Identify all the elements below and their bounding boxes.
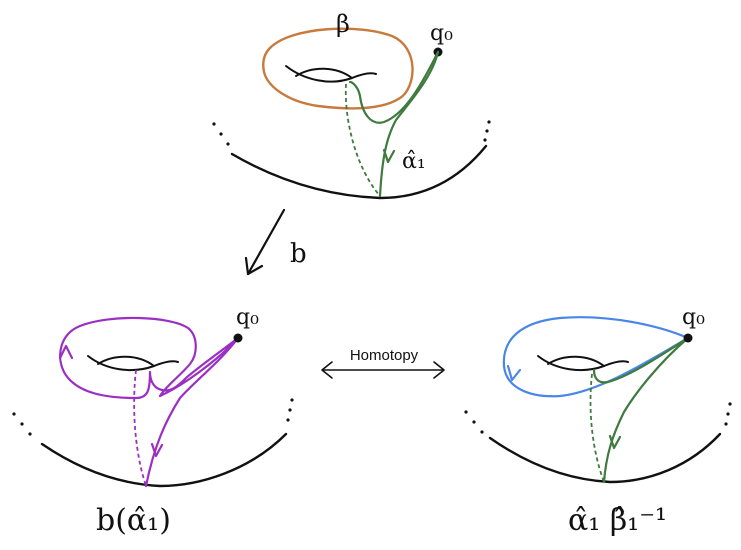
top-basepoint-label: q₀ [430,21,453,46]
top-surface-panel: β q₀ α̂₁ [212,10,491,200]
beta-loop [262,27,414,110]
bottom-left-panel: q₀ b(α̂₁) [12,305,294,538]
alpha-path-outer [378,50,440,198]
homotopy-arrowhead-left [321,361,333,379]
map-arrow-head [244,256,264,276]
bottom-left-caption: b(α̂₁) [96,503,171,538]
bottom-right-basepoint-label: q₀ [682,305,705,330]
alpha-path-inner [348,50,440,124]
bottom-right-panel: q₀ α̂₁ β̂₁⁻¹ [464,305,732,538]
bottom-left-surface-boundary [40,432,288,488]
top-left-ellipsis [212,122,230,146]
alpha-arrowhead [382,148,396,164]
homotopy-arrowhead-right [433,361,445,379]
bottom-left-basepoint-label: q₀ [236,305,259,330]
composite-path-inner [592,336,690,384]
homotopic-arrowhead [506,364,522,382]
bottom-right-left-ellipsis [464,410,484,434]
map-label: b [290,239,307,269]
top-handle-lower [295,67,353,79]
bottom-right-right-ellipsis [724,402,732,426]
homotopy-relation: Homotopy [321,347,445,379]
bottom-left-handle-lower [97,355,155,367]
composite-path-outer [602,336,690,484]
composite-arrowhead [608,434,622,450]
alpha-label: α̂₁ [402,149,426,174]
image-arrowhead-left [58,344,74,360]
bottom-right-handle-lower [547,355,605,367]
map-arrow-line [246,208,286,276]
bottom-right-caption: α̂₁ β̂₁⁻¹ [568,503,667,538]
image-loop [59,316,239,400]
bottom-right-basepoint-dot [683,333,693,343]
bottom-left-left-ellipsis [12,412,32,436]
alpha-path-hidden [344,83,381,197]
map-arrow: b [244,208,307,276]
composite-path-hidden [589,373,605,483]
bottom-right-surface-boundary [488,432,722,484]
bottom-left-basepoint-dot [233,333,243,343]
top-surface-boundary [230,144,488,200]
beta-label: β [336,10,350,38]
bottom-left-right-ellipsis [286,398,294,422]
homotopy-label: Homotopy [350,347,419,364]
top-right-ellipsis [483,120,491,142]
image-path-hidden [133,369,147,487]
image-arrowhead-down [150,442,164,458]
